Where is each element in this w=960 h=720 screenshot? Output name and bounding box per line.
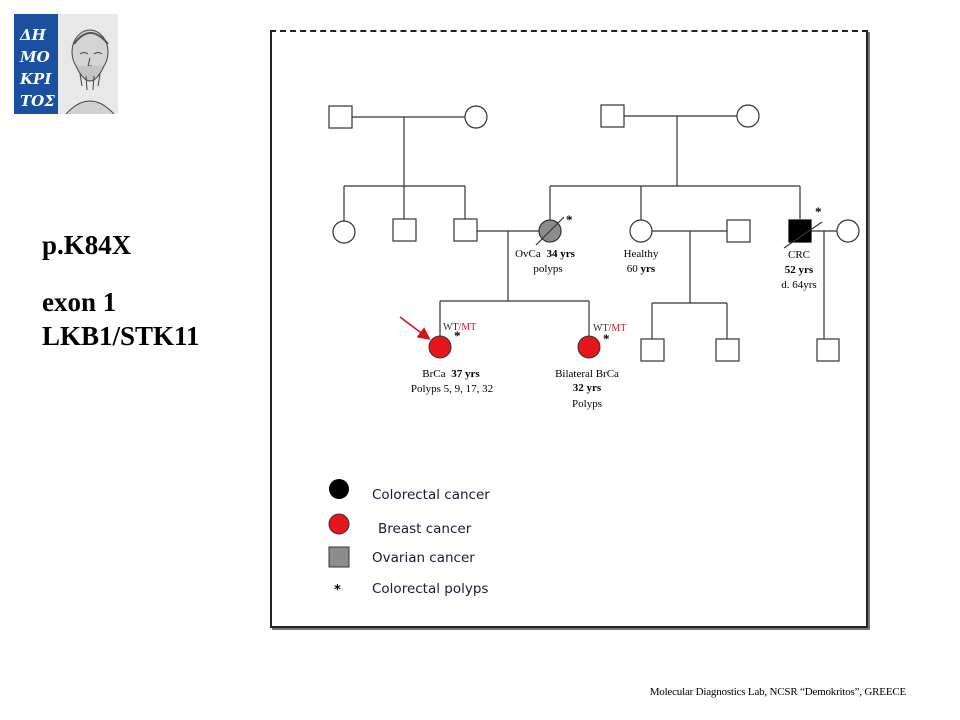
grandmother-left — [464, 105, 488, 129]
pedigree-lines — [343, 115, 837, 339]
bust-illustration — [65, 29, 115, 114]
proband-age: 37 yrs — [451, 368, 480, 380]
healthy-individual — [629, 219, 653, 243]
ovca-label: OvCa 34 yrs — [515, 248, 576, 260]
legend-colorectal-symbol — [329, 479, 349, 499]
ovca-name: OvCa — [515, 248, 541, 260]
legend-breast-symbol — [328, 513, 350, 535]
sister-age: 32 yrs — [573, 382, 602, 394]
crc-individual: * — [783, 204, 823, 249]
gene-label: LKB1/STK11 — [42, 321, 200, 351]
logo-line-4: ΤΟΣ — [20, 92, 55, 110]
mutation-label: p.K84X — [42, 230, 132, 260]
proband-polyp-marker: * — [454, 328, 461, 343]
sister-genotype-wt: WT/ — [593, 323, 612, 334]
proband-arrow — [399, 316, 431, 340]
sister-genotype-mt: MT — [611, 323, 626, 334]
healthy-age: 60 yrs — [627, 263, 656, 275]
ovca-age: 34 yrs — [547, 248, 576, 260]
grandmother-right — [736, 104, 760, 128]
logo-line-3: ΚΡΙ — [19, 70, 52, 88]
legend-ovarian-symbol — [328, 546, 350, 568]
aunt-left — [332, 220, 356, 244]
ovca-polyp-marker: * — [566, 212, 573, 227]
proband-individual: * WT/MT — [428, 322, 476, 359]
sister-polyp-marker: * — [603, 331, 610, 346]
legend-breast-label: Breast cancer — [378, 521, 472, 537]
ovca-individual: * — [535, 212, 573, 246]
logo-blue-panel — [14, 14, 58, 114]
cousin-2 — [715, 338, 740, 362]
healthy-spouse — [726, 219, 751, 243]
crc-polyp-marker: * — [815, 204, 822, 219]
father-proband — [453, 218, 478, 242]
proband-name: BrCa — [422, 368, 445, 380]
exon-label: exon 1 — [42, 287, 117, 317]
sister-symbol — [577, 335, 601, 359]
proband-label: BrCa 37 yrs — [422, 368, 480, 380]
proband-genotype-wt: WT/ — [443, 322, 462, 333]
legend-polyps-label: Colorectal polyps — [372, 581, 488, 597]
sister-individual: * WT/MT — [577, 323, 626, 359]
sister-name: Bilateral BrCa — [555, 368, 619, 380]
legend: Colorectal cancer Breast cancer Ovarian … — [328, 479, 490, 598]
logo-letters: ΔΗ ΜΟ ΚΡΙ ΤΟΣ — [19, 26, 57, 110]
sister-note: Polyps — [572, 398, 602, 410]
logo-line-1: ΔΗ — [19, 26, 47, 44]
crc-age: 52 yrs — [785, 264, 814, 276]
proband-symbol — [428, 335, 452, 359]
crc-death-note: d. 64yrs — [781, 279, 816, 291]
cousin-3 — [816, 338, 840, 362]
crc-spouse — [836, 219, 860, 243]
grandfather-left — [328, 105, 353, 129]
proband-genotype-mt: MT — [461, 322, 476, 333]
uncle-left — [392, 218, 417, 242]
crc-name: CRC — [788, 249, 810, 261]
cousin-1 — [640, 338, 665, 362]
demokritos-logo: ΔΗ ΜΟ ΚΡΙ ΤΟΣ — [14, 14, 118, 114]
footer-credit: Molecular Diagnostics Lab, NCSR “Demokri… — [649, 686, 907, 698]
proband-note: Polyps 5, 9, 17, 32 — [411, 383, 493, 395]
grandfather-right — [600, 104, 625, 128]
healthy-name: Healthy — [624, 248, 659, 260]
legend-polyps-symbol: * — [334, 583, 341, 598]
pedigree-frame — [270, 30, 868, 628]
legend-colorectal-label: Colorectal cancer — [372, 487, 490, 503]
crc-symbol — [788, 219, 812, 243]
proband-genotype: WT/MT — [443, 322, 476, 333]
legend-ovarian-label: Ovarian cancer — [372, 550, 475, 566]
sister-genotype: WT/MT — [593, 323, 626, 334]
healthy-age-number: 60 — [627, 263, 641, 275]
logo-line-2: ΜΟ — [19, 48, 50, 66]
deceased-slash — [783, 221, 823, 249]
ovca-note: polyps — [533, 263, 562, 275]
healthy-age-unit: yrs — [641, 263, 656, 275]
deceased-slash — [535, 216, 565, 246]
